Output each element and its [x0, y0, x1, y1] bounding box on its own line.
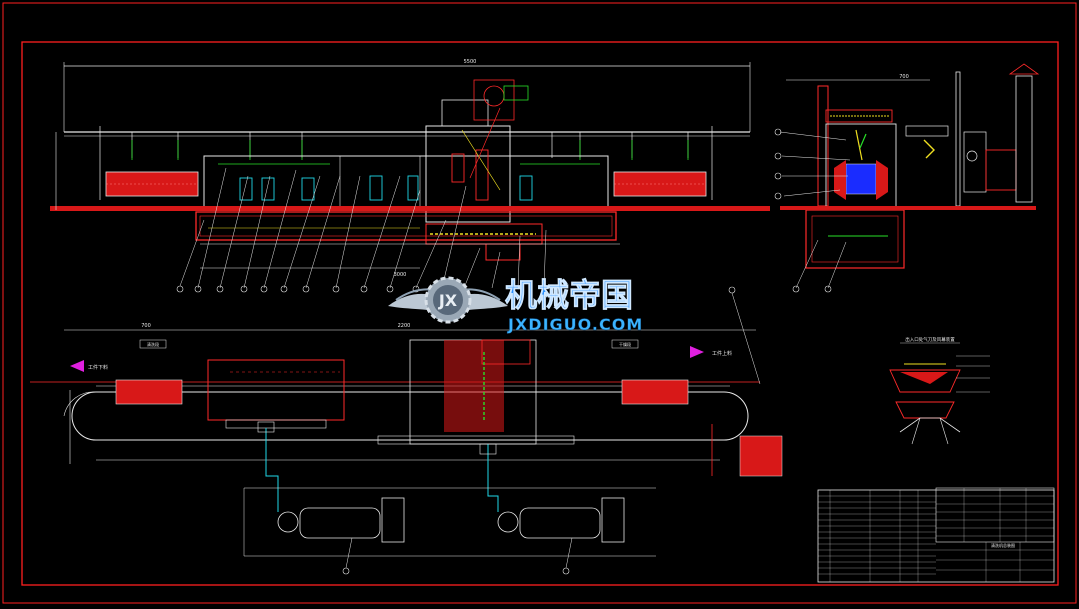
arrow-right-icon [690, 346, 704, 358]
watermark-cn-title: 机械帝国 [505, 276, 633, 314]
station-right-tag: 干燥段 [619, 341, 631, 347]
station-left-tag: 清洗段 [147, 341, 159, 347]
dim-inner-len: 3000 [394, 272, 407, 278]
plan-conveyor-loop [71, 391, 749, 441]
sump-tank [195, 211, 617, 241]
watermark-badge: JX [438, 291, 458, 310]
title-block: 清洗机总装图 [817, 487, 1055, 583]
arrow-left-icon [70, 360, 84, 372]
floor-line-side [780, 206, 1036, 210]
plan-right-tag: 工件上料 [712, 350, 732, 357]
plan-left-tag: 工件下料 [88, 364, 108, 371]
title-block-name: 清洗机总装图 [991, 542, 1015, 548]
dim-top-overall: 5500 [464, 59, 477, 65]
plan-workpiece-left [115, 379, 183, 405]
floor-line-front [50, 206, 770, 211]
dim-plan-left: 700 [141, 323, 151, 329]
dim-side-overall: 700 [899, 74, 909, 80]
watermark-logo: JX 机械帝国 JXDIGUO.COM [388, 276, 643, 334]
plan-view: 700 2200 3000 [30, 272, 783, 575]
plan-workpiece-right [621, 379, 689, 405]
pump-right [497, 511, 519, 533]
air-knife-detail-view: 出入口处气刀及风幕装置 [889, 336, 990, 445]
detail-title: 出入口处气刀及风幕装置 [905, 336, 955, 343]
front-elevation-view: 5500 [50, 59, 770, 293]
plan-dryer-hatched [444, 340, 504, 432]
pump-left [277, 511, 299, 533]
side-rotor-blue [845, 163, 877, 195]
watermark-domain: JXDIGUO.COM [507, 315, 643, 334]
dim-plan-mid: 2200 [398, 323, 411, 329]
side-elevation-view: 700 [774, 63, 1040, 293]
drawing-border-inner [21, 41, 1059, 586]
